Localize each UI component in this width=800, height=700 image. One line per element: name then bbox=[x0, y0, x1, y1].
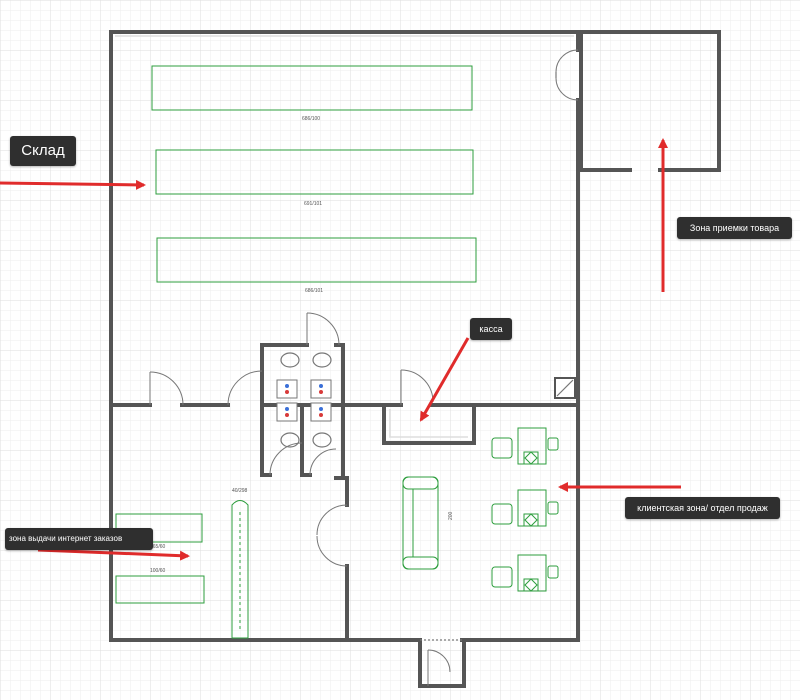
arrow-pickup bbox=[37, 548, 190, 561]
arrow-cashier bbox=[419, 337, 470, 422]
sofa-dim: 200 bbox=[448, 511, 454, 520]
cashier-booth bbox=[382, 403, 476, 445]
entrance-vestibule bbox=[418, 638, 466, 688]
receiving-room bbox=[555, 30, 721, 172]
arrow-warehouse bbox=[0, 179, 146, 190]
pickup-zone-label: зона выдачи интернет заказов bbox=[5, 528, 153, 550]
rack-2-dim: 691/101 bbox=[304, 201, 322, 207]
counter-dim: 40/298 bbox=[232, 488, 248, 494]
pickup-room: 40/298 165/60 100/60 bbox=[115, 476, 349, 642]
restroom-block bbox=[227, 312, 345, 480]
receiving-zone-label: Зона приемки товара bbox=[677, 217, 792, 239]
annotation-arrows bbox=[0, 138, 681, 561]
warehouse-racks: 686/100 691/101 686/101 bbox=[151, 65, 477, 294]
rack-3 bbox=[156, 237, 477, 283]
partition-walls bbox=[109, 369, 580, 407]
cashier-label: касса bbox=[470, 318, 512, 340]
shelf-2 bbox=[115, 575, 205, 604]
client-zone-label: клиентская зона/ отдел продаж bbox=[625, 497, 780, 519]
rack-2 bbox=[155, 149, 474, 195]
rack-1 bbox=[151, 65, 473, 111]
shelf-1-dim: 165/60 bbox=[150, 544, 166, 550]
rack-3-dim: 686/101 bbox=[305, 288, 323, 294]
warehouse-label: Склад bbox=[10, 136, 76, 166]
client-zone-furniture: 200 bbox=[402, 427, 559, 592]
shelf-2-dim: 100/60 bbox=[150, 568, 166, 574]
rack-1-dim: 686/100 bbox=[302, 116, 320, 122]
